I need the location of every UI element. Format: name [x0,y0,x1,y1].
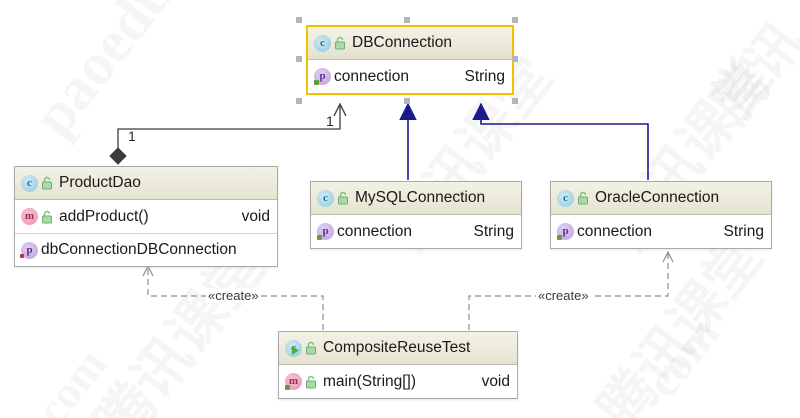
selection-handle-ne[interactable] [512,17,518,23]
selection-handle-se[interactable] [512,98,518,104]
member-name-label: connection [577,222,652,240]
lock-icon [305,375,317,389]
lock-icon [337,191,349,205]
member-name-label: dbConnection [41,241,137,258]
class-name-label: CompositeReuseTest [323,339,471,356]
member-name-label: addProduct() [59,207,149,225]
member-row[interactable]: p connection String [311,215,521,248]
multiplicity-source: 1 [128,128,136,144]
selection-handle-n[interactable] [404,17,410,23]
class-node-mysqlconnection[interactable]: c MySQLConnection p connection String [310,181,522,249]
class-icon: c [557,189,574,207]
property-icon: p [557,223,574,240]
static-marker-icon [285,385,290,390]
property-icon: p [317,223,334,240]
method-icon: m [21,208,38,225]
stereotype-create-oracle: «create» [536,288,591,303]
member-row[interactable]: m addProduct() void [15,200,277,233]
selection-handle-s[interactable] [404,98,410,104]
member-row[interactable]: p connection String [551,215,771,248]
class-node-productdao[interactable]: c ProductDao m addProduct() void [14,166,278,267]
class-node-dbconnection[interactable]: c DBConnection p connection String [306,25,514,95]
member-type-label: String [723,222,765,240]
member-type-label: DBConnection [136,241,237,258]
class-name-label: DBConnection [352,34,452,51]
class-icon: c [21,174,38,192]
member-row[interactable]: m main(String[]) void [279,365,517,398]
class-node-oracleconnection[interactable]: c OracleConnection p connection String [550,181,772,249]
selection-handle-e[interactable] [512,56,518,62]
selection-handle-nw[interactable] [296,17,302,23]
lock-icon [577,191,589,205]
class-node-header[interactable]: c MySQLConnection [311,182,521,215]
run-arrow-icon [290,343,301,355]
static-marker-icon [317,235,322,240]
class-name-label: MySQLConnection [355,189,486,206]
class-runnable-icon: c [285,339,302,357]
static-marker-icon [557,235,562,240]
member-name-label: connection [334,67,409,85]
selection-handle-sw[interactable] [296,98,302,104]
class-node-compositereusetest[interactable]: c CompositeReuseTest m [278,331,518,399]
member-name-label: main(String[]) [323,372,417,390]
class-icon: c [314,34,331,52]
member-name-label: connection [337,222,412,240]
stereotype-create-productdao: «create» [206,288,261,303]
lock-icon [41,210,53,224]
edge-generalization-oracle[interactable] [472,102,649,180]
property-icon: p [314,68,331,85]
selection-handle-w[interactable] [296,56,302,62]
class-name-label: OracleConnection [595,189,720,206]
static-marker-icon [314,80,319,85]
private-marker-icon [20,253,24,258]
multiplicity-target: 1 [326,113,334,129]
class-name-label: ProductDao [59,174,141,191]
member-type-label: void [241,207,270,225]
class-node-header[interactable]: c ProductDao [15,167,277,200]
class-node-header[interactable]: c OracleConnection [551,182,771,215]
lock-icon [334,36,346,50]
edge-composition[interactable] [109,104,340,165]
member-type-label: void [481,372,510,390]
member-row[interactable]: p dbConnection DBConnection [15,233,277,266]
lock-icon [305,341,317,355]
member-type-label: String [473,222,515,240]
method-static-icon: m [285,373,302,390]
class-node-header[interactable]: c DBConnection [308,27,512,60]
member-row[interactable]: p connection String [308,60,512,93]
member-type-label: String [464,67,506,85]
lock-icon [41,176,53,190]
property-private-icon: p [20,241,38,259]
class-icon: c [317,189,334,207]
class-node-header[interactable]: c CompositeReuseTest [279,332,517,365]
